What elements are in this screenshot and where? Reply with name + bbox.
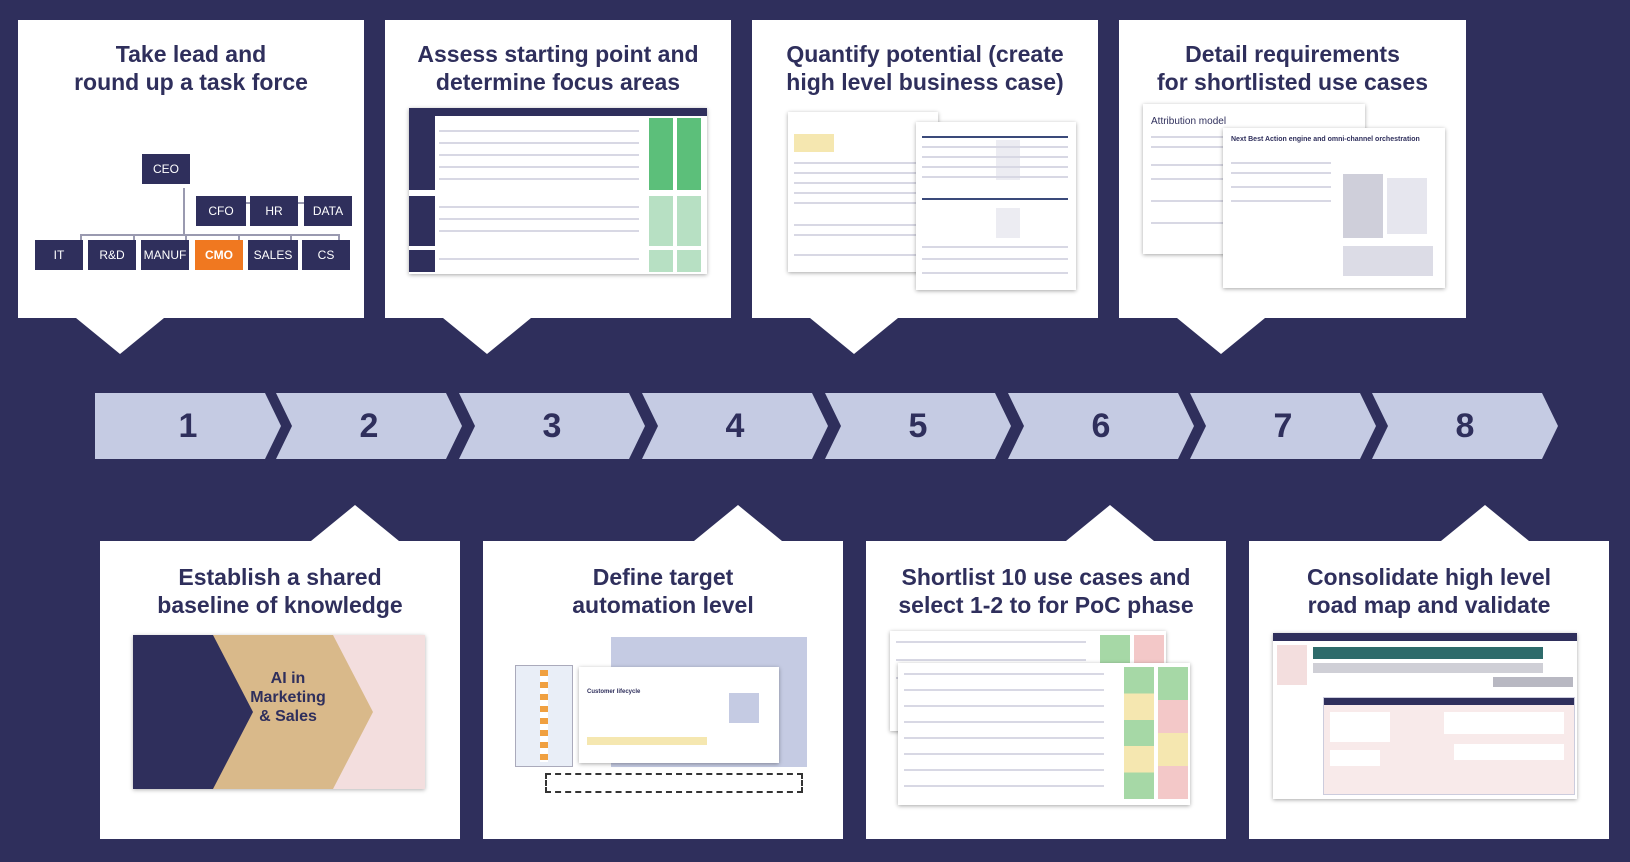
next-best-action-thumbnail: Next Best Action engine and omni-channel… (1223, 128, 1445, 288)
card-title: Shortlist 10 use cases and select 1-2 to… (898, 564, 1194, 618)
cover-title-line: AI in (270, 670, 306, 687)
cover-title-line: & Sales (259, 708, 317, 725)
step-card-3: Assess starting point and determine focu… (385, 20, 731, 318)
step-arrow-1: 1 (95, 393, 281, 459)
card-pointer (1177, 318, 1265, 354)
thumb-title: Customer lifecycle (587, 689, 641, 695)
step-number: 8 (1455, 406, 1475, 445)
step-card-6: Shortlist 10 use cases and select 1-2 to… (866, 541, 1226, 839)
card-pointer (810, 318, 898, 354)
arrow-shape (276, 393, 462, 459)
step-card-2: Establish a shared baseline of knowledge… (100, 541, 460, 839)
card-pointer (1441, 505, 1529, 541)
business-case-sheet-thumbnail (788, 112, 938, 272)
step-card-7: Detail requirements for shortlisted use … (1119, 20, 1466, 318)
card-title: Take lead and round up a task force (74, 41, 308, 95)
step-number: 2 (359, 406, 379, 445)
card-pointer (311, 505, 399, 541)
step-card-8: Consolidate high level road map and vali… (1249, 541, 1609, 839)
step-number: 1 (178, 406, 198, 445)
arrow-shape (95, 393, 281, 459)
step-arrow-5: 5 (825, 393, 1011, 459)
road-map-thumbnail (1273, 633, 1577, 799)
step-card-4: Define target automation level Customer … (483, 541, 843, 839)
card-pointer (1066, 505, 1154, 541)
card-title: Quantify potential (create high level bu… (786, 41, 1064, 95)
arrow-shape (459, 393, 645, 459)
card-title: Define target automation level (572, 564, 754, 618)
step-arrow-7: 7 (1190, 393, 1376, 459)
org-node-data: DATA (304, 196, 352, 226)
automation-level-thumbnail: Customer lifecycle (515, 637, 807, 801)
step-arrow-2: 2 (276, 393, 462, 459)
org-node-ceo: CEO (142, 154, 190, 184)
use-case-shortlist-thumbnail (898, 663, 1190, 805)
step-card-1: Take lead and round up a task force CEO … (18, 20, 364, 318)
step-arrow-3: 3 (459, 393, 645, 459)
arrow-shape (642, 393, 828, 459)
org-node-cfo: CFO (196, 196, 246, 226)
step-number: 7 (1273, 406, 1293, 445)
step-number: 5 (908, 406, 928, 445)
step-arrow-4: 4 (642, 393, 828, 459)
arrow-shape (825, 393, 1011, 459)
cover-shapes (133, 635, 425, 789)
assessment-table-thumbnail (409, 108, 707, 274)
thumb-title: Next Best Action engine and omni-channel… (1231, 136, 1420, 143)
org-chart: CEO CFO HR DATA IT R&D MANUF CMO SALES C… (18, 20, 364, 318)
org-node-cs: CS (302, 240, 350, 270)
card-pointer (694, 505, 782, 541)
step-arrow-8: 8 (1372, 393, 1558, 459)
org-node-rnd: R&D (88, 240, 136, 270)
cover-title-line: Marketing (250, 689, 326, 706)
step-number: 4 (725, 406, 745, 445)
step-arrow-6: 6 (1008, 393, 1194, 459)
business-case-sheet-thumbnail (916, 122, 1076, 290)
org-node-manuf: MANUF (141, 240, 189, 270)
card-title: Establish a shared baseline of knowledge (157, 564, 403, 618)
arrow-shape (1008, 393, 1194, 459)
card-title: Consolidate high level road map and vali… (1306, 564, 1552, 618)
ai-book-cover-thumbnail: AI in Marketing & Sales (133, 635, 425, 789)
card-title: Detail requirements for shortlisted use … (1157, 41, 1428, 95)
step-number: 3 (542, 406, 562, 445)
step-card-5: Quantify potential (create high level bu… (752, 20, 1098, 318)
arrow-shape (1190, 393, 1376, 459)
org-node-sales: SALES (248, 240, 298, 270)
card-pointer (76, 318, 164, 354)
card-title: Assess starting point and determine focu… (417, 41, 699, 95)
org-node-cmo: CMO (195, 240, 243, 270)
org-node-hr: HR (250, 196, 298, 226)
step-number: 6 (1091, 406, 1111, 445)
card-pointer (443, 318, 531, 354)
org-node-it: IT (35, 240, 83, 270)
thumb-title: Attribution model (1151, 116, 1227, 127)
arrow-shape (1372, 393, 1558, 459)
